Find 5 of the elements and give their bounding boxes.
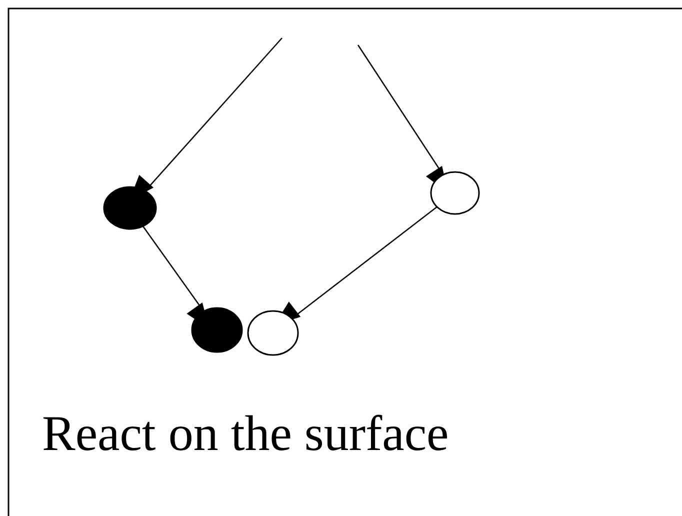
hollow-circle [247,310,299,356]
hollow-circle [430,171,480,215]
filled-circle [103,186,157,230]
caption-text: React on the surface [42,404,449,462]
filled-circle [191,307,243,353]
